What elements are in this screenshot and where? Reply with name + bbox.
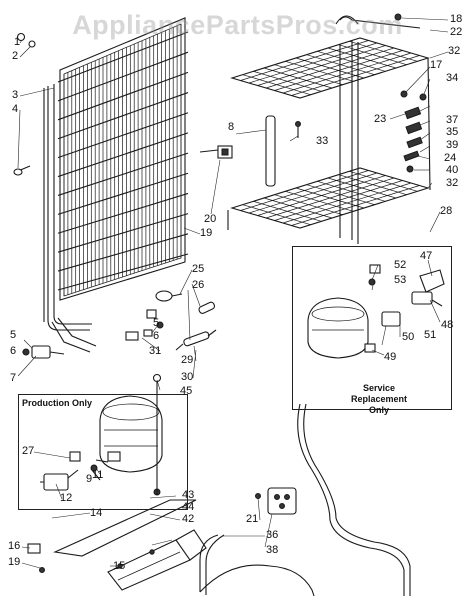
part-label: 5: [153, 317, 160, 329]
bracket: [199, 145, 233, 159]
part-label: 50: [402, 331, 415, 343]
part-label: 31: [149, 345, 162, 357]
part-label: 11: [92, 469, 104, 481]
part-label: 39: [446, 139, 459, 151]
part-label: 12: [60, 492, 73, 504]
part-label: 7: [10, 372, 17, 384]
part-label: 43: [182, 489, 195, 501]
part-label: 51: [424, 329, 437, 341]
part-label: 44: [182, 501, 195, 513]
part-label: 1: [14, 36, 21, 48]
part-label: 16: [8, 540, 21, 552]
evaporator-assembly: [227, 15, 431, 244]
part-label: 19: [8, 556, 21, 568]
part-label: 15: [113, 560, 126, 572]
service-compressor: [307, 264, 445, 359]
part-label: 6: [153, 330, 160, 342]
service-replacement-box: [292, 246, 452, 410]
part-label: 20: [204, 213, 217, 225]
production-only-box: [18, 394, 188, 510]
part-label: 2: [12, 50, 19, 62]
part-label: 38: [266, 544, 279, 556]
part-label: 23: [374, 113, 387, 125]
part-label: 33: [316, 135, 329, 147]
part-label: 5: [10, 329, 17, 341]
part-label: 9: [86, 473, 93, 485]
left-fittings: [13, 32, 65, 359]
part-label: 26: [192, 279, 205, 291]
part-label: 34: [446, 72, 459, 84]
part-label: 32: [448, 45, 461, 57]
evaporator-clips: [295, 13, 427, 173]
part-label: 52: [394, 259, 407, 271]
production-only-caption: Production Only: [22, 398, 93, 408]
service-replacement-caption: Service Replacement Only: [350, 383, 408, 415]
part-label: 47: [420, 250, 433, 262]
drain-tube: [265, 115, 276, 187]
part-label: 42: [182, 513, 195, 525]
part-label: 40: [446, 164, 459, 176]
part-label: 8: [228, 121, 235, 133]
part-label: 30: [181, 371, 194, 383]
part-label: 24: [444, 152, 457, 164]
part-label: 48: [441, 319, 454, 331]
part-label: 25: [192, 263, 205, 275]
part-label: 53: [394, 274, 407, 286]
part-label: 22: [450, 26, 463, 38]
part-label: 28: [440, 205, 453, 217]
part-label: 6: [10, 345, 17, 357]
part-label: 18: [450, 13, 463, 25]
part-label: 4: [12, 103, 19, 115]
production-compressor: [40, 395, 163, 491]
tubing: [199, 403, 411, 597]
part-label: 29: [181, 354, 194, 366]
base-pan: [27, 373, 207, 591]
part-label: 49: [384, 351, 397, 363]
part-label: 17: [430, 59, 443, 71]
part-label: 27: [22, 445, 35, 457]
part-label: 37: [446, 114, 459, 126]
part-label: 19: [200, 227, 213, 239]
leader-lines: [17, 17, 449, 569]
condenser-coil: [43, 17, 189, 353]
part-label: 35: [446, 126, 459, 138]
part-label: 45: [180, 385, 193, 397]
small-parts: [125, 290, 217, 351]
part-label: 21: [246, 513, 259, 525]
part-label: 36: [266, 529, 279, 541]
part-label: 14: [90, 507, 103, 519]
part-label: 3: [12, 89, 19, 101]
terminal-block: [255, 487, 297, 515]
part-label: 32: [446, 177, 459, 189]
